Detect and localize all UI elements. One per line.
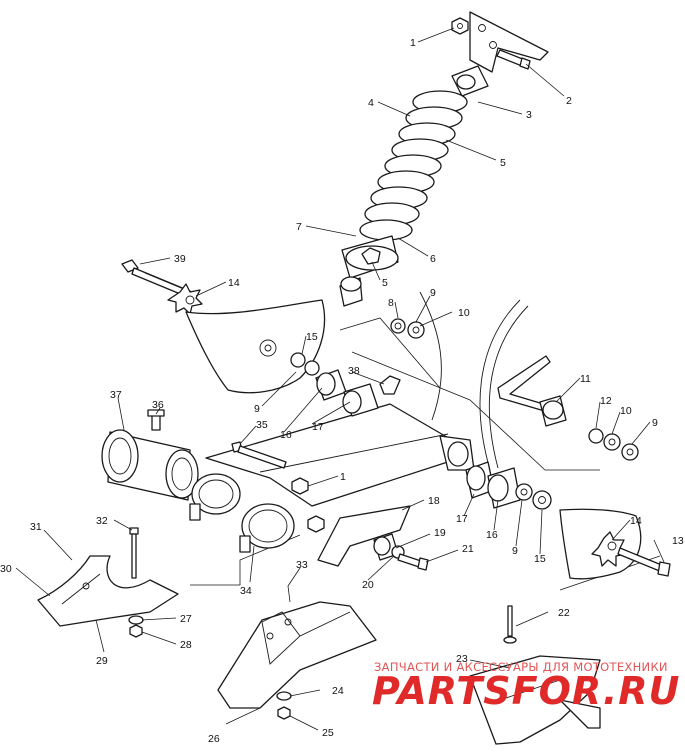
leader-lines bbox=[15, 27, 665, 731]
bracket-item-18 bbox=[317, 505, 411, 567]
callout-31: 31 bbox=[30, 521, 42, 533]
upper-mount-bracket bbox=[469, 11, 549, 73]
callout-4: 4 bbox=[368, 97, 374, 109]
clip-item-38 bbox=[379, 375, 401, 395]
callout-17b: 17 bbox=[456, 513, 468, 525]
callout-17a: 17 bbox=[312, 421, 324, 433]
bolt-item-2 bbox=[496, 49, 531, 70]
callout-30: 30 bbox=[0, 563, 12, 575]
callout-19: 19 bbox=[434, 527, 446, 539]
bushing-pair-lower bbox=[465, 461, 552, 510]
spring-coils bbox=[359, 90, 468, 241]
callout-16a: 16 bbox=[280, 429, 292, 441]
callout-18: 18 bbox=[428, 495, 440, 507]
bolt-item-22 bbox=[503, 605, 517, 644]
callout-14: 14 bbox=[228, 277, 240, 289]
bracket-item-23 bbox=[469, 655, 601, 745]
callout-13: 13 bbox=[672, 535, 684, 547]
callout-39: 39 bbox=[174, 253, 186, 265]
callout-26: 26 bbox=[208, 733, 220, 745]
callout-15a: 15 bbox=[306, 331, 318, 343]
callout-38: 38 bbox=[348, 365, 360, 377]
nut-item-1 bbox=[451, 17, 469, 35]
skid-plate-item-26 bbox=[217, 601, 377, 709]
callout-10a: 10 bbox=[458, 307, 470, 319]
nut-item-1b bbox=[291, 477, 309, 495]
washer-set-8-9-10 bbox=[390, 318, 425, 339]
bolt-item-13 bbox=[617, 547, 671, 577]
callout-25: 25 bbox=[322, 727, 334, 739]
callout-11: 11 bbox=[580, 373, 591, 385]
callout-1: 1 bbox=[410, 37, 416, 49]
bolt-item-32 bbox=[129, 527, 139, 579]
callout-6: 6 bbox=[430, 253, 436, 265]
washer-set-12-10-9 bbox=[588, 428, 639, 461]
callout-20: 20 bbox=[362, 579, 374, 591]
callout-23: 23 bbox=[456, 653, 468, 665]
callout-2: 2 bbox=[566, 95, 572, 107]
left-swingarm-plate bbox=[185, 299, 326, 394]
callout-5: 5 bbox=[500, 157, 506, 169]
watermark-brand: PARTSFOR.RU bbox=[372, 669, 680, 713]
callout-9a: 9 bbox=[430, 287, 436, 299]
callout-29: 29 bbox=[96, 655, 108, 667]
callout-16b: 16 bbox=[486, 529, 498, 541]
callout-36: 36 bbox=[152, 399, 164, 411]
star-washer-item-14b bbox=[591, 531, 627, 567]
callout-27: 27 bbox=[180, 613, 192, 625]
shock-absorber-assembly bbox=[339, 65, 489, 307]
callout-34: 34 bbox=[240, 585, 252, 597]
clamp-ring-right bbox=[239, 503, 295, 553]
clamp-ring-left bbox=[189, 473, 241, 521]
callout-9b: 9 bbox=[652, 417, 658, 429]
callout-8: 8 bbox=[388, 297, 394, 309]
callout-21: 21 bbox=[462, 543, 474, 555]
bolt-item-35 bbox=[231, 441, 287, 469]
callout-5b: 5 bbox=[382, 277, 388, 289]
callout-33: 33 bbox=[296, 559, 308, 571]
axle-bracket-item-11 bbox=[497, 355, 567, 427]
callout-9d: 9 bbox=[512, 545, 518, 557]
callout-labels: 1 2 3 4 5 6 7 5 39 14 8 9 10 15 38 11 12… bbox=[0, 37, 684, 745]
callout-7: 7 bbox=[296, 221, 302, 233]
callout-14b: 14 bbox=[630, 515, 642, 527]
callout-35: 35 bbox=[256, 419, 268, 431]
nut-item-33 bbox=[307, 515, 325, 533]
callout-32: 32 bbox=[96, 515, 108, 527]
tube-item-37 bbox=[101, 429, 199, 501]
callout-12: 12 bbox=[600, 395, 612, 407]
star-washer-item-14 bbox=[167, 283, 203, 315]
callout-28: 28 bbox=[180, 639, 192, 651]
bolt-item-39 bbox=[121, 259, 193, 299]
frame-rail-arc bbox=[419, 291, 529, 471]
callout-22: 22 bbox=[558, 607, 570, 619]
callout-3: 3 bbox=[526, 109, 532, 121]
bracket-item-31 bbox=[37, 555, 179, 627]
callout-1b: 1 bbox=[340, 471, 346, 483]
watermark: ЗАПЧАСТИ И АКСЕССУАРЫ ДЛЯ МОТОТЕХНИКИ PA… bbox=[372, 660, 680, 713]
callout-10b: 10 bbox=[620, 405, 632, 417]
callout-9c: 9 bbox=[254, 403, 260, 415]
callout-37: 37 bbox=[110, 389, 122, 401]
bushing-pair-upper bbox=[315, 369, 379, 417]
washer-nut-27-28 bbox=[128, 615, 144, 638]
callout-24: 24 bbox=[332, 685, 344, 697]
watermark-caption: ЗАПЧАСТИ И АКСЕССУАРЫ ДЛЯ МОТОТЕХНИКИ bbox=[374, 660, 668, 674]
clamp-bolt-item-36 bbox=[147, 409, 165, 431]
callout-15b: 15 bbox=[534, 553, 546, 565]
swingarm-crossbeam bbox=[205, 403, 475, 507]
bolt-item-21 bbox=[397, 553, 429, 571]
washer-bolt-24-25 bbox=[276, 691, 292, 720]
